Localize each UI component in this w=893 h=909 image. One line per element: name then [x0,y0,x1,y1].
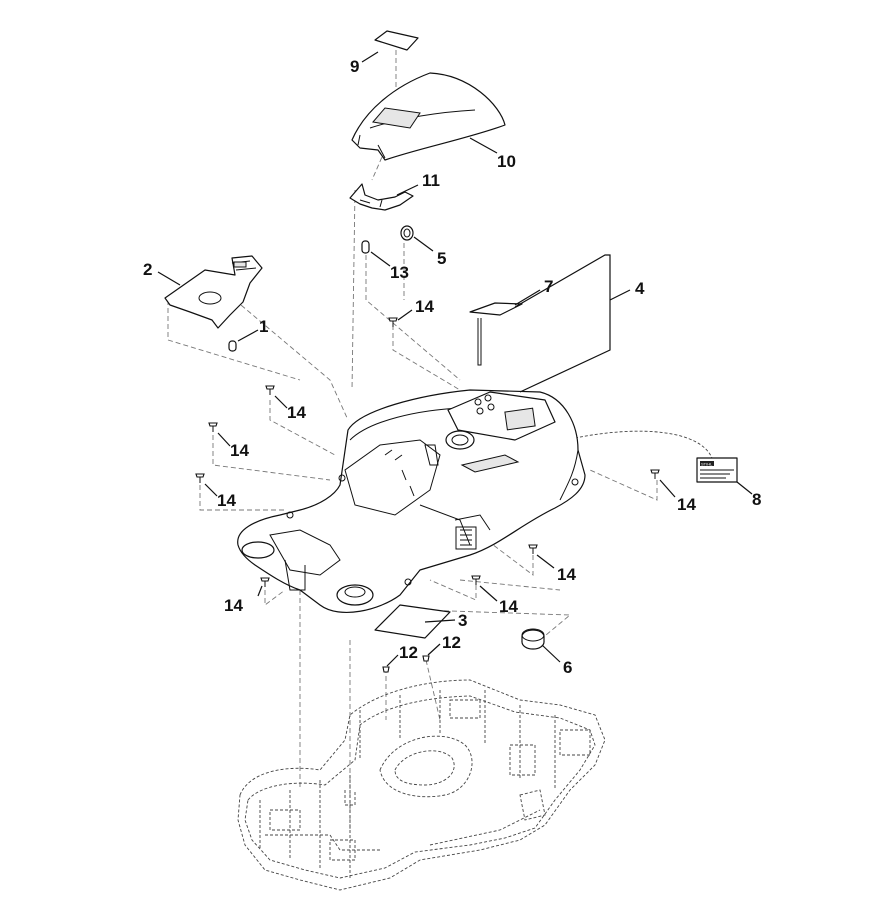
label-part-3: 3 [458,611,467,630]
part-1-pin [228,340,237,352]
label-part-14-h: 14 [499,597,518,616]
label-part-5: 5 [437,249,446,268]
assembly-guide-lines [167,50,713,830]
label-part-14-b: 14 [287,403,306,422]
label-part-10: 10 [497,152,516,171]
part-4-upper-housing [237,389,586,613]
part-6-cap [521,628,545,650]
part-7-display-foil [469,302,523,366]
label-part-14-a: 14 [415,297,434,316]
label-part-11: 11 [422,171,440,190]
part-9-cover-plate [374,30,419,51]
label-part-2: 2 [143,260,152,279]
part-number-labels: 9 10 11 5 13 2 1 7 4 14 14 14 14 14 14 1… [143,57,761,677]
leader-lines [157,51,753,667]
label-part-14-e: 14 [224,596,243,615]
label-part-8: 8 [752,490,761,509]
sticker-brand-text: STIHL [701,462,713,467]
label-part-14-g: 14 [557,565,576,584]
part-11-bracket [349,183,414,211]
label-part-14-f: 14 [677,495,696,514]
part-8-label-sticker: STIHL [696,457,738,483]
label-part-12-a: 12 [399,643,418,662]
part-10-top-lid [351,72,506,161]
part-3-flat-plate [374,604,451,639]
label-part-9: 9 [350,57,359,76]
label-part-14-d: 14 [217,491,236,510]
label-part-4: 4 [635,279,645,298]
part-2-mounting-plate [164,255,263,329]
label-part-1: 1 [259,317,268,336]
part-14-screws [195,317,660,587]
part-5-washer [400,225,414,241]
part-13-pin [361,240,370,254]
chassis-frame [237,679,606,891]
label-part-7: 7 [544,277,553,296]
label-part-14-c: 14 [230,441,249,460]
label-part-13: 13 [390,263,409,282]
part-12-screws [382,655,430,673]
label-part-12-b: 12 [442,633,461,652]
label-part-6: 6 [563,658,572,677]
